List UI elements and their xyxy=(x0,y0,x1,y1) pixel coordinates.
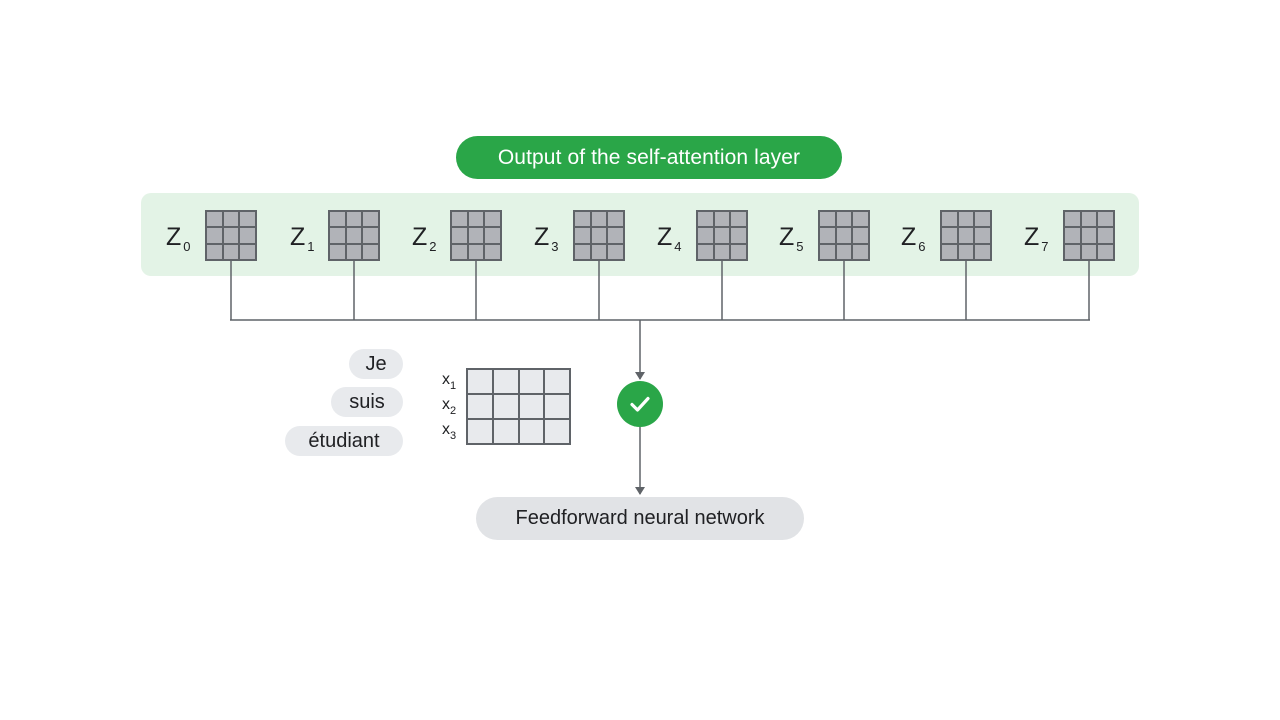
feedforward-network-pill: Feedforward neural network xyxy=(476,497,804,540)
z-matrix-3 xyxy=(573,210,625,261)
word-pill-je: Je xyxy=(349,349,403,379)
z-matrix-6 xyxy=(940,210,992,261)
input-embedding-matrix xyxy=(466,368,571,445)
z-matrix-1 xyxy=(328,210,380,261)
arrowhead-to-ffn xyxy=(635,487,645,495)
x-label-1: x1 xyxy=(442,371,457,392)
check-icon xyxy=(617,381,663,427)
z-matrix-0 xyxy=(205,210,257,261)
word-pill-suis: suis xyxy=(331,387,403,417)
z-matrix-4 xyxy=(696,210,748,261)
z-matrix-5 xyxy=(818,210,870,261)
arrowhead-to-check xyxy=(635,372,645,380)
z-matrix-2 xyxy=(450,210,502,261)
word-pill-etudiant: étudiant xyxy=(285,426,403,456)
self-attention-output-title: Output of the self-attention layer xyxy=(456,136,842,179)
x-label-3: x3 xyxy=(442,421,457,442)
z-matrix-7 xyxy=(1063,210,1115,261)
x-label-2: x2 xyxy=(442,396,457,417)
